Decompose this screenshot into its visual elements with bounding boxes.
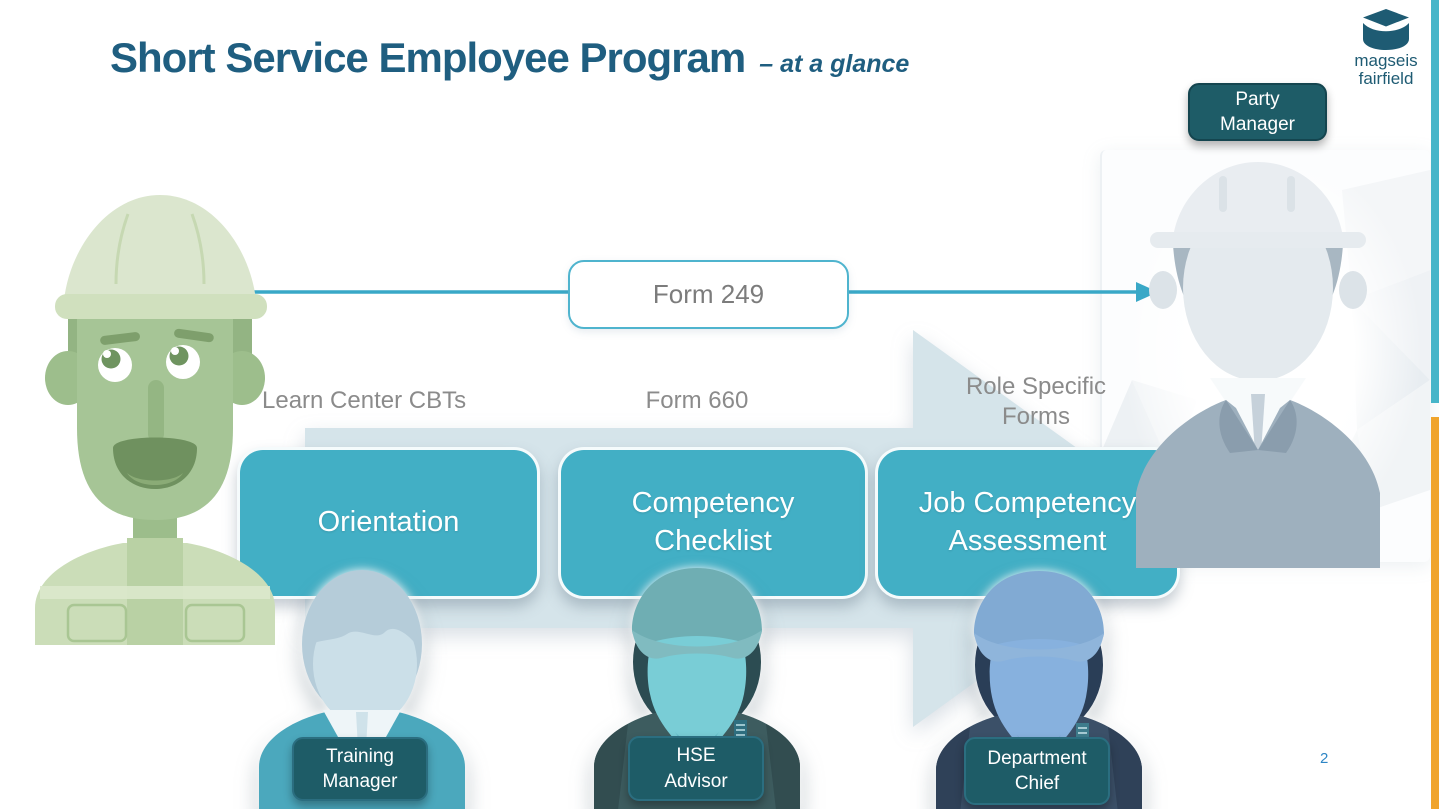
form-249-label: Form 249 <box>652 279 765 309</box>
step-label: Competency Checklist <box>631 487 795 557</box>
department-chief-badge: Department Chief <box>964 737 1110 805</box>
hse-advisor-badge: HSE Advisor <box>628 736 764 801</box>
training-manager-badge-label: Training Manager <box>322 745 398 792</box>
stage-label-learn-center-cbts: Learn Center CBTs <box>262 387 467 414</box>
step-box-orientation: Orientation <box>237 447 540 599</box>
right-edge-teal-bar <box>1431 0 1439 403</box>
logo-line2: fairfield <box>1358 69 1414 89</box>
party-manager-badge-label: Party Manager <box>1220 88 1295 135</box>
stage-label-form-660: Form 660 <box>645 387 749 414</box>
page-title: Short Service Employee Program <box>110 34 746 81</box>
logo-line1: magseis <box>1354 51 1418 70</box>
hse-advisor-badge-label: HSE Advisor <box>664 745 728 792</box>
form-249-box: Form 249 <box>568 260 849 329</box>
magseis-fairfield-logo-icon <box>1363 9 1409 50</box>
party-manager-badge: Party Manager <box>1188 83 1327 141</box>
step-label: Orientation <box>317 506 460 539</box>
department-chief-badge-label: Department Chief <box>987 747 1087 794</box>
party-manager-avatar-icon <box>1136 162 1380 568</box>
training-manager-badge: Training Manager <box>292 737 428 801</box>
page-subtitle: – at a glance <box>759 50 910 78</box>
company-logo: magseis fairfield <box>1338 8 1434 89</box>
step-label: Job Competency Assessment <box>918 487 1137 557</box>
slide-header: Short Service Employee Program – at a gla… <box>110 34 909 82</box>
new-employee-avatar-icon <box>35 195 275 645</box>
step-box-competency-checklist: Competency Checklist <box>558 447 868 599</box>
stage-label-role-specific-forms: Role Specific Forms <box>965 373 1107 430</box>
page-number: 2 <box>1320 750 1329 767</box>
right-edge-orange-bar <box>1431 417 1439 809</box>
